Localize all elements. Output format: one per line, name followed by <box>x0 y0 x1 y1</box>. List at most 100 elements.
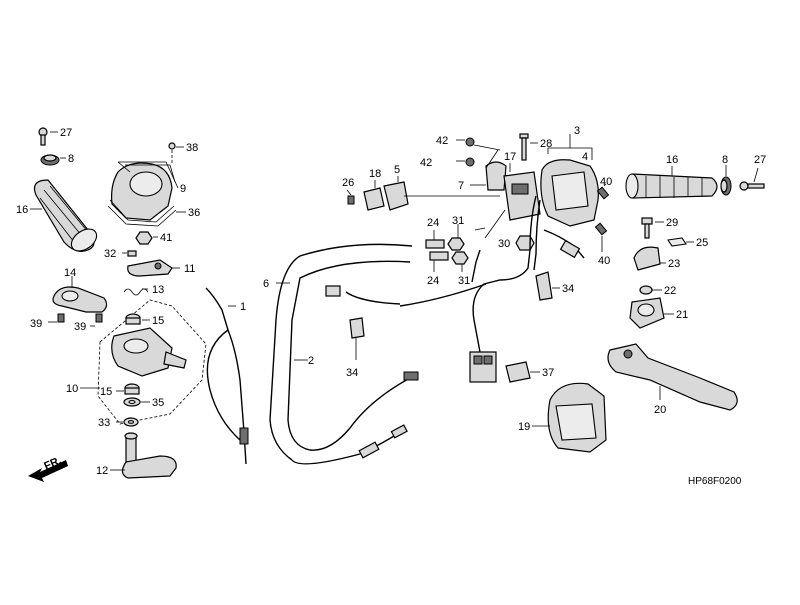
callout-12: 12 <box>96 465 108 477</box>
callout-34-right: 34 <box>562 283 574 295</box>
part-12-throttle-lever[interactable] <box>110 432 177 479</box>
part-29-bolt[interactable] <box>641 217 664 239</box>
callout-20: 20 <box>654 404 666 416</box>
part-11-lever-bracket[interactable] <box>127 259 180 277</box>
part-8-right-end-weight[interactable] <box>720 165 732 196</box>
callout-27-left: 27 <box>60 127 72 139</box>
harness-connector[interactable] <box>469 351 497 383</box>
part-41-nut[interactable] <box>135 231 158 245</box>
part-24-bolt-upper[interactable] <box>425 230 445 249</box>
part-9-switch-cover[interactable] <box>111 161 179 221</box>
leader-9 <box>125 164 176 183</box>
part-31-nut-upper[interactable] <box>447 224 465 251</box>
callout-28: 28 <box>540 138 552 150</box>
callout-11: 11 <box>184 263 195 275</box>
callout-38: 38 <box>186 142 198 154</box>
callout-26: 26 <box>342 177 354 189</box>
callout-13: 13 <box>152 284 164 296</box>
callout-4: 4 <box>582 151 588 163</box>
part-26-screw[interactable] <box>346 189 355 205</box>
part-30-nut[interactable] <box>515 235 535 251</box>
callout-7: 7 <box>458 180 464 192</box>
leader-42 <box>485 149 499 169</box>
part-39-bolt-right[interactable] <box>90 313 103 327</box>
part-31-nut-lower[interactable] <box>451 251 469 272</box>
callout-15-lower: 15 <box>100 386 112 398</box>
part-38-screw[interactable] <box>168 142 184 165</box>
part-15-lower-seal[interactable] <box>116 383 140 395</box>
part-2-parking-cable[interactable] <box>287 260 419 451</box>
part-33-washer[interactable] <box>116 417 139 427</box>
part-13-spring[interactable] <box>123 288 149 296</box>
callout-30: 30 <box>498 238 510 250</box>
part-19-cover[interactable] <box>532 382 607 453</box>
callout-29: 29 <box>666 217 678 229</box>
callout-14: 14 <box>64 267 76 279</box>
part-36-gasket[interactable] <box>107 199 186 227</box>
callout-24-upper: 24 <box>427 217 439 229</box>
part-39-bolt-left[interactable] <box>48 313 65 323</box>
part-15-upper-seal[interactable] <box>125 313 150 325</box>
part-3-right-switch-housing[interactable] <box>540 134 599 227</box>
part-22-bushing[interactable] <box>639 285 662 295</box>
callout-3: 3 <box>574 125 580 137</box>
callout-33: 33 <box>98 417 110 429</box>
callout-19: 19 <box>518 421 530 433</box>
callout-42-lower: 42 <box>420 157 432 169</box>
part-8-left-end-weight[interactable] <box>40 154 66 166</box>
part-40-screw-upper[interactable] <box>596 183 610 200</box>
part-6-brake-cable[interactable] <box>269 243 413 465</box>
callout-8-right: 8 <box>722 154 728 166</box>
callout-18: 18 <box>369 168 381 180</box>
callout-6: 6 <box>263 278 269 290</box>
callout-39-right: 39 <box>74 321 86 333</box>
front-direction-arrow-icon <box>28 460 68 482</box>
callout-42-upper: 42 <box>436 135 448 147</box>
callout-37: 37 <box>542 367 554 379</box>
part-34-clip-left[interactable] <box>349 317 365 360</box>
callout-8-left: 8 <box>68 153 74 165</box>
callout-34-left: 34 <box>346 367 358 379</box>
callout-25: 25 <box>696 237 708 249</box>
part-10-throttle-housing-group[interactable] <box>80 299 207 425</box>
part-17-switch-block[interactable] <box>503 163 541 221</box>
callout-23: 23 <box>668 258 680 270</box>
part-18-clip[interactable] <box>363 180 385 211</box>
callout-32: 32 <box>104 248 116 260</box>
part-5-switch-unit[interactable] <box>383 176 500 211</box>
callout-39-left: 39 <box>30 318 42 330</box>
callout-5: 5 <box>394 164 400 176</box>
part-28-bolt[interactable] <box>519 133 538 161</box>
part-7-bracket[interactable] <box>470 161 507 191</box>
cable-end-adjuster[interactable] <box>358 424 408 459</box>
part-16-left-grip[interactable] <box>30 179 101 255</box>
callout-16-left: 16 <box>16 204 28 216</box>
callout-40-upper: 40 <box>600 176 612 188</box>
callout-15-upper: 15 <box>152 315 164 327</box>
part-42-bolt-lower[interactable] <box>456 157 475 167</box>
callout-10: 10 <box>66 383 78 395</box>
part-14-handlebar-holder[interactable] <box>52 276 108 313</box>
part-21-lever-holder[interactable] <box>629 297 674 329</box>
part-23-lever-clamp[interactable] <box>633 246 666 271</box>
part-1-throttle-cable[interactable] <box>205 287 249 465</box>
part-27-left-bolt[interactable] <box>38 127 58 146</box>
part-20-brake-lever[interactable] <box>607 343 738 411</box>
diagram-code: HP68F0200 <box>688 476 742 487</box>
wire-harness[interactable] <box>325 195 585 353</box>
part-42-bolt-upper[interactable] <box>456 137 501 151</box>
part-34-clip-right[interactable] <box>535 271 560 301</box>
part-32-bolt[interactable] <box>122 250 137 257</box>
part-27-right-bolt[interactable] <box>739 167 765 191</box>
part-37-connector-cover[interactable] <box>505 361 540 383</box>
part-40-screw-lower[interactable] <box>594 222 608 252</box>
part-16-right-grip[interactable] <box>625 166 718 199</box>
callout-27-right: 27 <box>754 154 766 166</box>
part-25-pin[interactable] <box>667 237 694 247</box>
front-marker-label: FR. <box>42 455 63 473</box>
callout-17: 17 <box>504 151 516 163</box>
part-35-washer[interactable] <box>123 397 150 407</box>
part-24-bolt-lower[interactable] <box>429 251 449 272</box>
